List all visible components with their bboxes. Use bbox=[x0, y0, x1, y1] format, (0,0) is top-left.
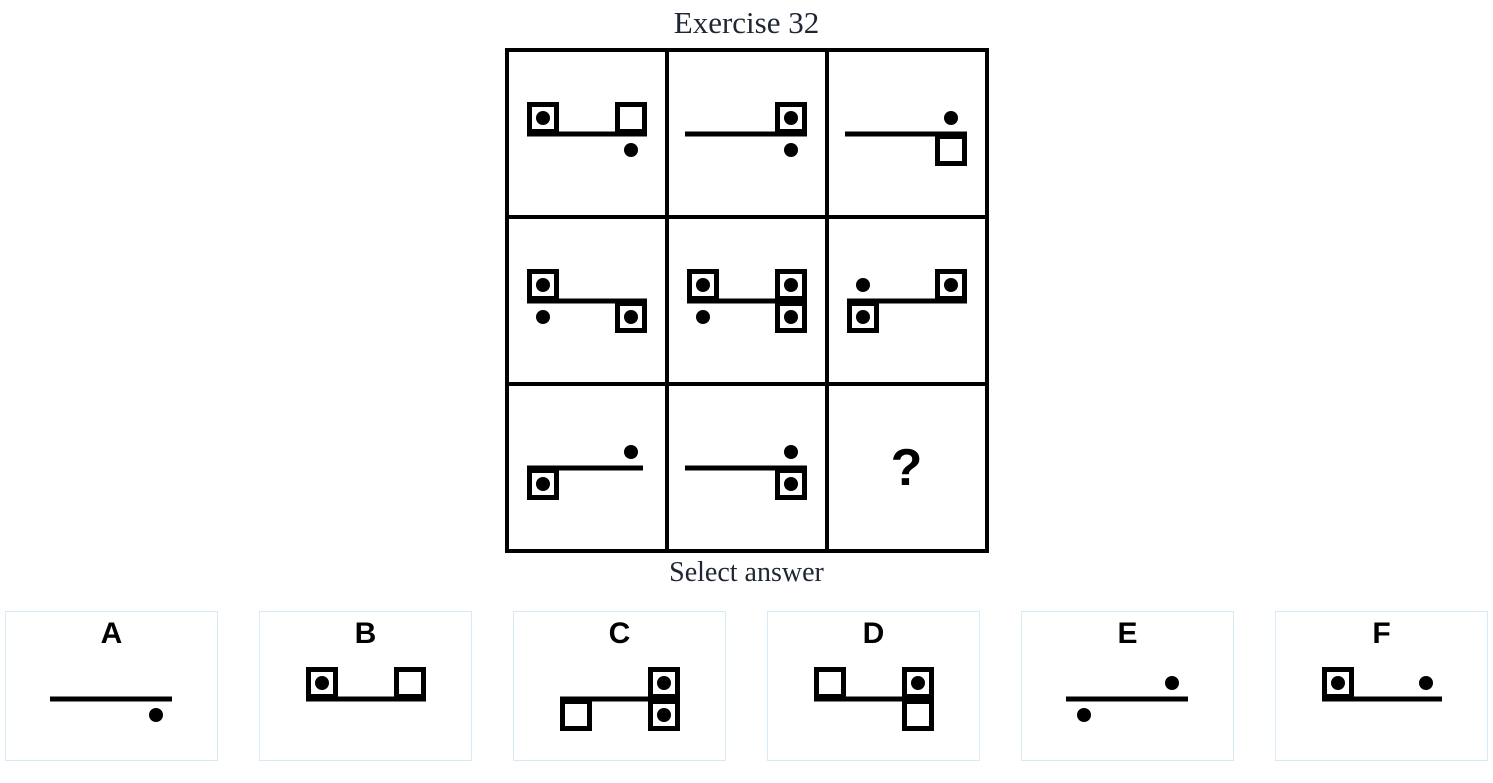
answer-option-d[interactable]: D bbox=[767, 610, 980, 761]
figure-dot-rt bbox=[783, 444, 798, 459]
grid-cell-r1c2 bbox=[668, 52, 825, 216]
figure-square-rt bbox=[393, 667, 426, 700]
puzzle-figure bbox=[49, 696, 172, 723]
figure-dot-rt bbox=[783, 110, 798, 125]
figure-dot-rb bbox=[783, 309, 798, 324]
figure-square-lt bbox=[526, 268, 559, 301]
puzzle-figure bbox=[526, 268, 647, 333]
answer-option-a[interactable]: A bbox=[5, 610, 218, 761]
answer-option-f[interactable]: F bbox=[1275, 610, 1488, 761]
puzzle-figure bbox=[686, 268, 807, 333]
figure-dot-rb bbox=[783, 142, 798, 157]
figure-square-rb bbox=[934, 133, 967, 166]
figure-square-rt bbox=[774, 268, 807, 301]
figure-dot-rt bbox=[910, 676, 925, 691]
figure-dot-lb bbox=[535, 309, 550, 324]
figure-dot-lt bbox=[855, 277, 870, 292]
figure-square-rb bbox=[901, 699, 934, 732]
figure-dot-lt bbox=[535, 277, 550, 292]
figure-square-rt bbox=[614, 101, 647, 134]
puzzle-figure bbox=[684, 444, 807, 500]
answer-option-b[interactable]: B bbox=[259, 610, 472, 761]
answer-label: D bbox=[862, 616, 885, 650]
figure-dot-rt bbox=[656, 676, 671, 691]
figure-square-lt bbox=[1321, 667, 1354, 700]
figure-square-rt bbox=[901, 667, 934, 700]
puzzle-grid: ? bbox=[504, 48, 989, 554]
puzzle-figure bbox=[559, 667, 680, 732]
figure-square-rb bbox=[774, 467, 807, 500]
figure-dot-rb bbox=[656, 708, 671, 723]
figure-dot-lt bbox=[1330, 676, 1345, 691]
grid-cell-r2c1 bbox=[508, 219, 665, 383]
figure-dot-rb bbox=[148, 708, 163, 723]
puzzle-figure bbox=[1321, 667, 1442, 702]
answer-label: F bbox=[1372, 616, 1391, 650]
page: Exercise 32 ? Select answer A B C D E F bbox=[0, 5, 1493, 761]
figure-dot-lb bbox=[695, 309, 710, 324]
figure-square-lb bbox=[559, 699, 592, 732]
figure-dot-lt bbox=[695, 277, 710, 292]
figure-dot-lt bbox=[535, 110, 550, 125]
puzzle-figure bbox=[1065, 676, 1188, 723]
puzzle-figure bbox=[813, 667, 934, 732]
answer-option-c[interactable]: C bbox=[513, 610, 726, 761]
figure-dot-rt bbox=[1164, 676, 1179, 691]
figure-dot-rb bbox=[783, 476, 798, 491]
figure-square-lt bbox=[813, 667, 846, 700]
figure-dot-rt bbox=[1418, 676, 1433, 691]
exercise-title: Exercise 32 bbox=[673, 5, 820, 40]
figure-dot-lt bbox=[314, 676, 329, 691]
figure-dot-rb bbox=[623, 309, 638, 324]
grid-cell-r1c3 bbox=[828, 52, 985, 216]
grid-cell-r3c3: ? bbox=[828, 386, 985, 550]
figure-dot-lb bbox=[1076, 708, 1091, 723]
puzzle-figure bbox=[844, 110, 967, 166]
grid-cell-r3c2 bbox=[668, 386, 825, 550]
figure-dot-rt bbox=[943, 277, 958, 292]
answer-label: E bbox=[1117, 616, 1138, 650]
select-answer-label: Select answer bbox=[669, 557, 824, 589]
figure-dot-rt bbox=[943, 110, 958, 125]
puzzle-figure bbox=[684, 101, 807, 157]
grid-cell-r1c1 bbox=[508, 52, 665, 216]
figure-square-rb bbox=[614, 300, 647, 333]
grid-cell-r2c2 bbox=[668, 219, 825, 383]
answer-option-e[interactable]: E bbox=[1021, 610, 1234, 761]
puzzle-figure bbox=[305, 667, 426, 702]
figure-dot-rt bbox=[623, 444, 638, 459]
grid-cell-r3c1 bbox=[508, 386, 665, 550]
figure-square-lt bbox=[686, 268, 719, 301]
puzzle-figure bbox=[846, 268, 967, 333]
answer-label: A bbox=[100, 616, 123, 650]
grid-cell-r2c3 bbox=[828, 219, 985, 383]
puzzle-figure bbox=[526, 444, 643, 500]
figure-dot-rt bbox=[783, 277, 798, 292]
puzzle-figure bbox=[526, 101, 647, 157]
figure-dot-lb bbox=[855, 309, 870, 324]
answer-options-row: A B C D E F bbox=[0, 610, 1493, 761]
question-mark: ? bbox=[890, 438, 923, 497]
answer-label: B bbox=[354, 616, 377, 650]
answer-label: C bbox=[608, 616, 631, 650]
figure-dot-lb bbox=[535, 476, 550, 491]
figure-dot-rb bbox=[623, 142, 638, 157]
